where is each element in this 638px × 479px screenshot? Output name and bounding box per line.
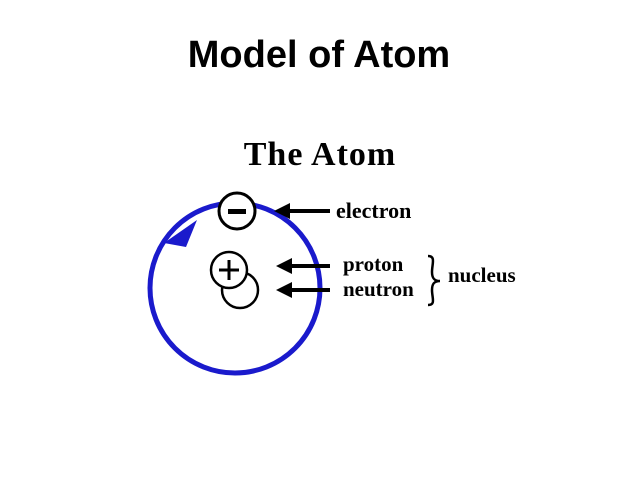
orbit-direction-arrow-icon — [164, 220, 197, 247]
diagram-heading: The Atom — [244, 136, 397, 173]
neutron-arrow-icon — [276, 282, 330, 298]
electron-particle — [217, 191, 257, 231]
nucleus-label: nucleus — [448, 263, 516, 287]
nucleus-brace-icon — [427, 254, 441, 307]
electron-arrow-icon — [274, 203, 330, 219]
neutron-label: neutron — [343, 277, 414, 301]
plus-icon — [219, 260, 239, 280]
electron-label: electron — [336, 198, 411, 223]
minus-icon — [228, 209, 246, 214]
proton-particle — [209, 250, 249, 290]
proton-label: proton — [343, 252, 404, 276]
proton-arrow-icon — [276, 258, 330, 274]
slide-title: Model of Atom — [187, 34, 451, 76]
